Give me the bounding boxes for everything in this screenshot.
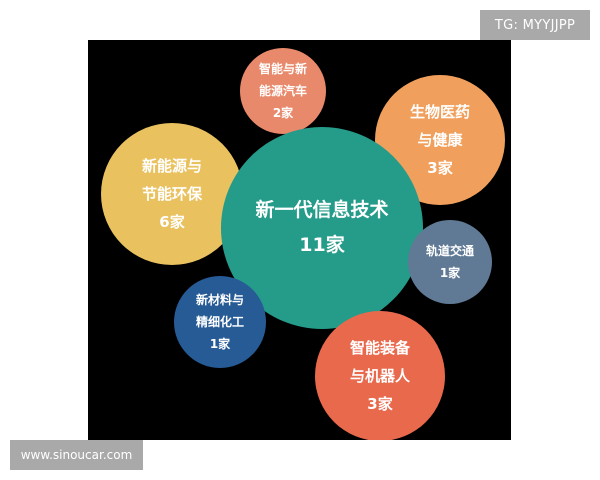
bubble-label-line: 节能环保 (141, 185, 202, 203)
bubble-label-line: 新能源与 (141, 157, 202, 175)
bubble-count: 3家 (427, 159, 453, 177)
bubble-smart-equipment: 智能装备 与机器人 3家 (315, 311, 445, 440)
watermark-site-url: www.sinoucar.com (10, 440, 143, 470)
bubble-label-line: 生物医药 (409, 103, 470, 121)
bubble-rail: 轨道交通 1家 (408, 220, 492, 304)
bubble-count: 1家 (439, 266, 461, 280)
bubble-count: 6家 (159, 213, 185, 231)
bubble-label-line: 能源汽车 (258, 84, 307, 98)
bubble-smart-nev: 智能与新 能源汽车 2家 (240, 48, 326, 134)
bubble-new-energy: 新能源与 节能环保 6家 (101, 123, 243, 265)
bubble-count: 3家 (367, 395, 393, 413)
bubble-label-line: 新材料与 (195, 293, 244, 307)
bubble-label-line: 与机器人 (349, 367, 410, 385)
bubble-label-line: 智能装备 (349, 339, 410, 357)
bubble-label-line: 新一代信息技术 (255, 199, 389, 221)
bubble-count: 11家 (299, 234, 345, 256)
bubble-label-line: 与健康 (417, 131, 463, 149)
watermark-tg: TG: MYYJJPP (480, 10, 590, 40)
bubble-count: 1家 (209, 337, 231, 351)
bubble-label-line: 精细化工 (195, 315, 244, 329)
bubble-new-material: 新材料与 精细化工 1家 (174, 276, 266, 368)
bubble-chart-canvas: 智能与新 能源汽车 2家 生物医药 与健康 3家 新能源与 节能环保 6家 新一… (88, 40, 511, 440)
bubble-label-line: 智能与新 (258, 62, 307, 76)
bubble-count: 2家 (272, 106, 294, 120)
bubble-label-line: 轨道交通 (425, 244, 474, 258)
